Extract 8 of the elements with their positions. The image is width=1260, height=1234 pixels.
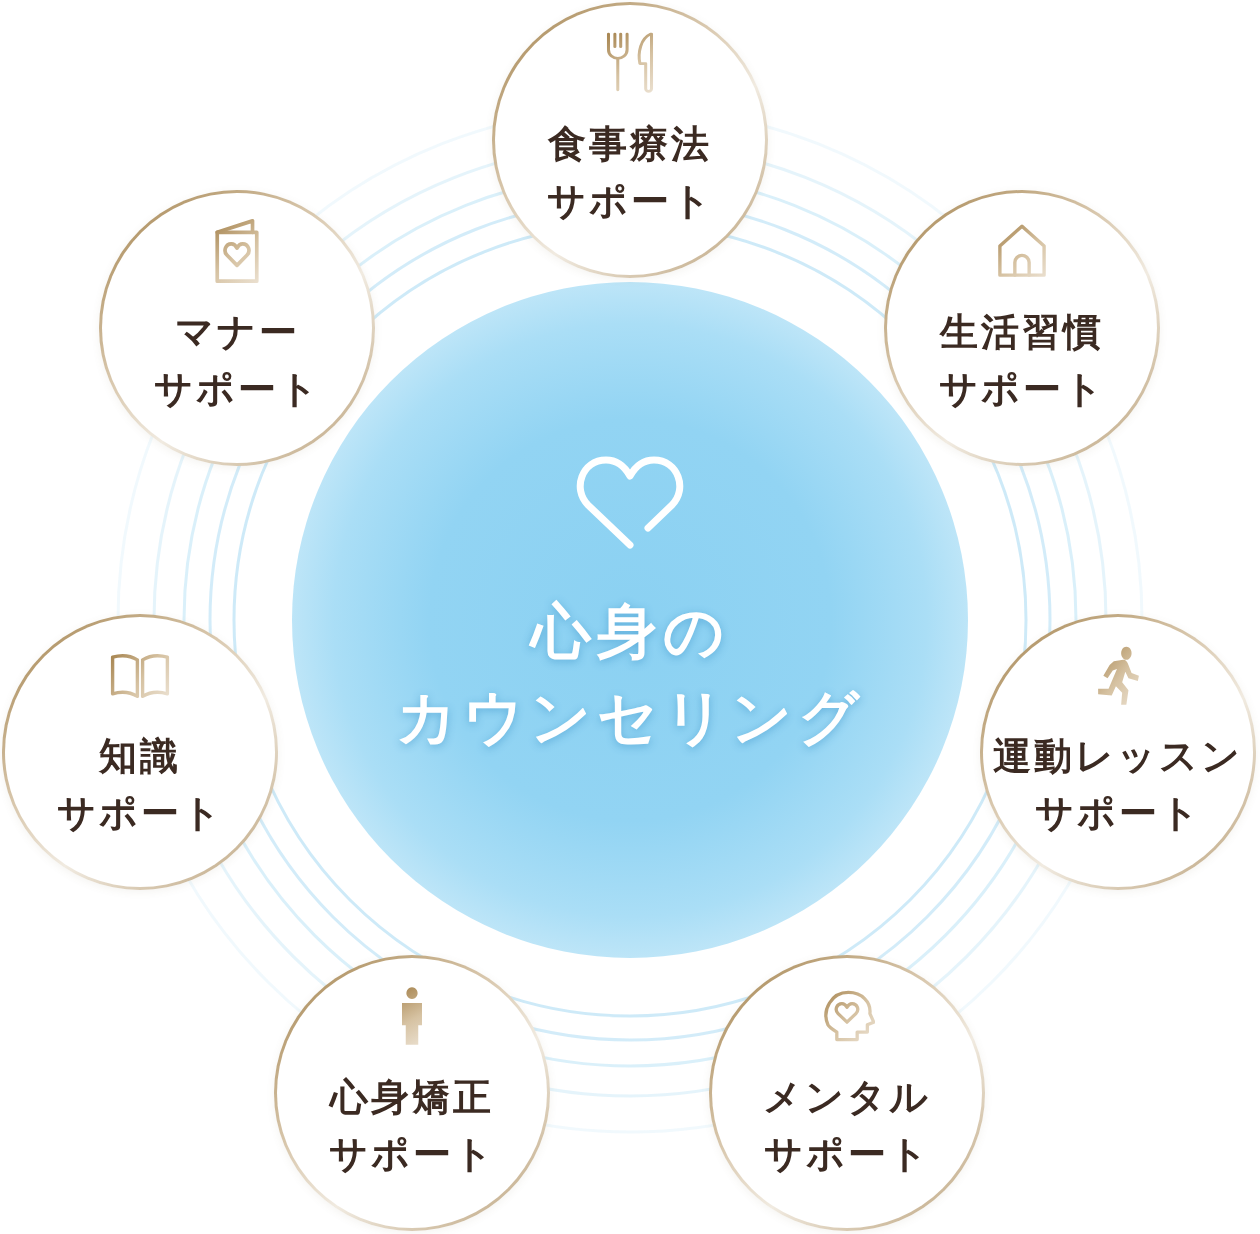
center-title: 心身のカウンセリング <box>395 595 865 754</box>
circle-label: マナーサポート <box>153 308 321 413</box>
circle-label: 食事療法サポート <box>546 120 714 225</box>
circle-label: 心身矯正サポート <box>328 1073 496 1178</box>
circle-label: 生活習慣サポート <box>938 308 1106 413</box>
circle-label: 運動レッスンサポート <box>993 732 1243 837</box>
circle-label: 知識サポート <box>56 732 224 837</box>
circle-label: メンタルサポート <box>763 1073 931 1178</box>
